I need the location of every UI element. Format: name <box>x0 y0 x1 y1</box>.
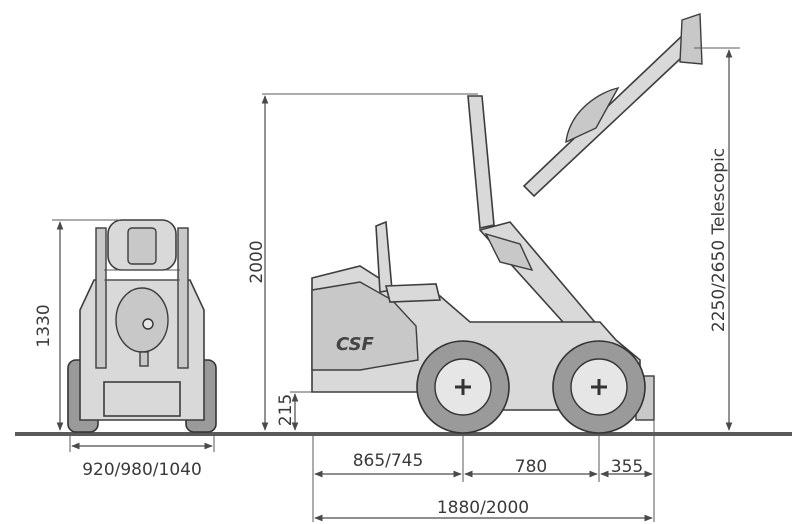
total-length-label: 1880/2000 <box>437 498 529 518</box>
ground-clearance-label: 215 <box>276 394 296 426</box>
brand-logo: CSF <box>336 334 375 355</box>
front-overhang-label: 865/745 <box>353 451 424 471</box>
front-lower-frame <box>103 381 181 417</box>
front-right-arm <box>177 227 189 369</box>
raised-bucket <box>565 86 620 144</box>
front-left-arm <box>95 227 107 369</box>
front-width-label: 920/980/1040 <box>82 460 202 480</box>
seat-cushion <box>384 283 442 303</box>
side-view: 2000 215 CSF 2250/2 <box>247 13 740 522</box>
front-engine-cover <box>115 287 169 353</box>
vertical-mast <box>467 95 495 229</box>
wheelbase-label: 780 <box>515 457 547 477</box>
front-badge <box>142 318 154 330</box>
front-height-label: 1330 <box>34 304 54 347</box>
side-height-label: 2000 <box>247 240 267 283</box>
telescopic-height-label: 2250/2650 Telescopic <box>709 148 729 332</box>
engine-hood <box>311 281 419 371</box>
raised-arm <box>522 30 698 198</box>
rear-overhang-label: 355 <box>611 457 643 477</box>
front-seat-back <box>127 227 157 265</box>
raised-attachment-plate <box>679 13 703 65</box>
front-view: 1330 920/980/1040 <box>34 219 217 480</box>
ground-line <box>15 432 792 436</box>
